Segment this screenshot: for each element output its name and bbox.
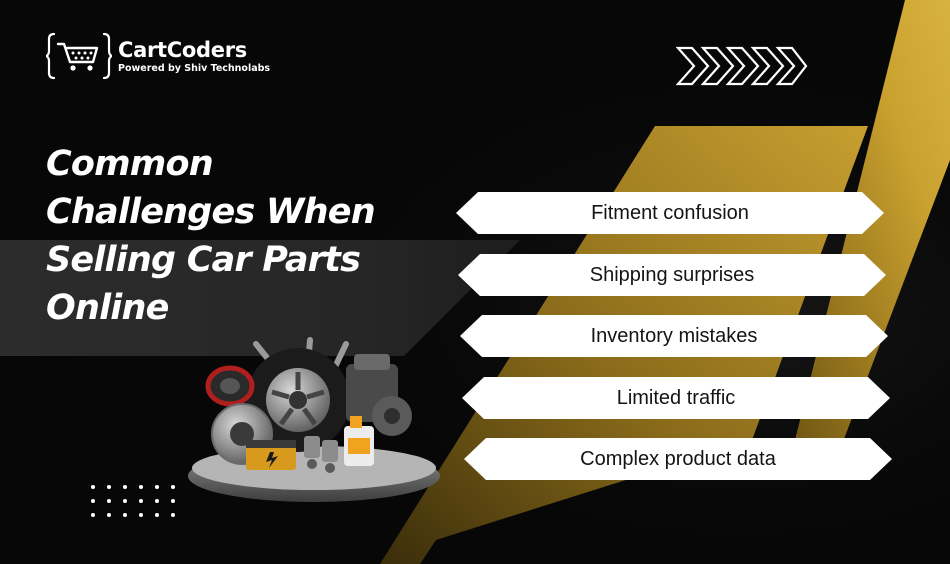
challenge-label: Complex product data (580, 447, 776, 470)
challenge-item-shipping: Shipping surprises (458, 254, 886, 296)
title-line: Common (46, 144, 214, 184)
headline-band (0, 240, 520, 356)
challenge-label: Fitment confusion (591, 201, 749, 224)
challenge-item-inventory: Inventory mistakes (460, 315, 888, 357)
page-title: Common Challenges When Selling Car Parts… (46, 140, 466, 332)
engine-icon (346, 354, 412, 436)
piston-icon (304, 436, 338, 473)
dot-grid-decoration (91, 485, 175, 517)
title-line: Online (46, 288, 169, 328)
air-filter-icon (205, 365, 255, 407)
challenge-label: Inventory mistakes (590, 324, 758, 347)
brand-tagline: Powered by Shiv Technolabs (118, 63, 271, 74)
car-parts-illustration (188, 337, 440, 502)
challenge-item-fitment: Fitment confusion (456, 192, 884, 234)
brand-name: CartCoders (118, 38, 247, 62)
battery-icon (246, 440, 296, 470)
shopping-cart-icon (46, 32, 112, 80)
brand-logo[interactable]: CartCoders Powered by Shiv Technolabs (46, 30, 270, 82)
oil-bottle-icon (344, 416, 374, 466)
title-line: Challenges When (46, 192, 376, 232)
challenge-label: Shipping surprises (589, 263, 755, 286)
chevron-arrows-icon (676, 46, 808, 86)
brand-text: CartCoders Powered by Shiv Technolabs (118, 37, 270, 75)
challenge-item-traffic: Limited traffic (462, 377, 890, 419)
challenge-label: Limited traffic (616, 386, 736, 409)
challenge-item-product-data: Complex product data (464, 438, 892, 480)
title-line: Selling Car Parts (46, 240, 361, 280)
